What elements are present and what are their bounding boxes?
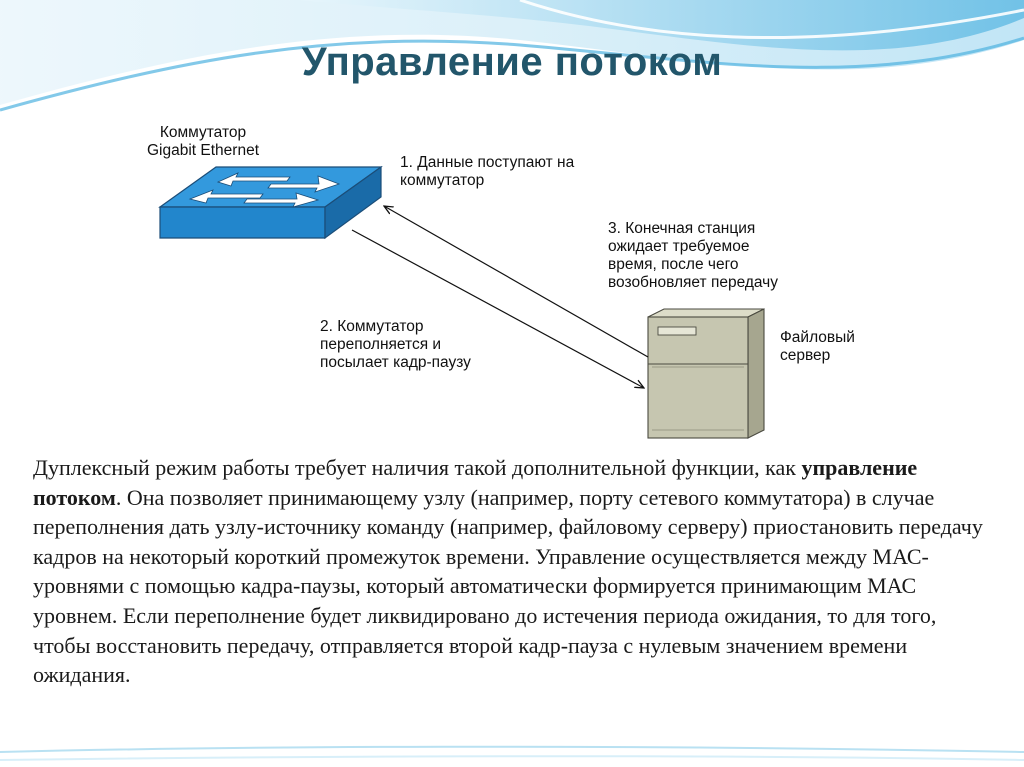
body-text-part-2: . Она позволяет принимающему узлу (напри…: [33, 484, 983, 688]
slide-title: Управление потоком: [301, 40, 723, 84]
step-3-label: 3. Конечная станция ожидает требуемое вр…: [608, 220, 779, 291]
top-wave-line: [0, 36, 1024, 112]
body-text-bold-term: управление потоком: [33, 455, 918, 510]
step-2-label: 2. Коммутатор переполняется и посылает к…: [320, 318, 471, 371]
top-wave-front: [300, 0, 1024, 51]
server-label: Файловый сервер: [780, 329, 855, 364]
top-wave-line-2: [519, 0, 1024, 40]
switch-label: Коммутатор Gigabit Ethernet: [146, 124, 259, 159]
bottom-wave-line-2: [0, 755, 1024, 761]
switch-icon: [158, 165, 383, 240]
arrow-left-icon: [384, 206, 649, 358]
body-text-part-1: Дуплексный режим работы требует наличия …: [33, 455, 802, 480]
arrow-right-icon: [351, 229, 644, 388]
step-1-label: 1. Данные поступают на коммутатор: [400, 154, 575, 189]
server-icon: [647, 308, 765, 439]
body-paragraph: Дуплексный режим работы требует наличия …: [33, 453, 983, 690]
bottom-wave-line: [0, 745, 1024, 753]
